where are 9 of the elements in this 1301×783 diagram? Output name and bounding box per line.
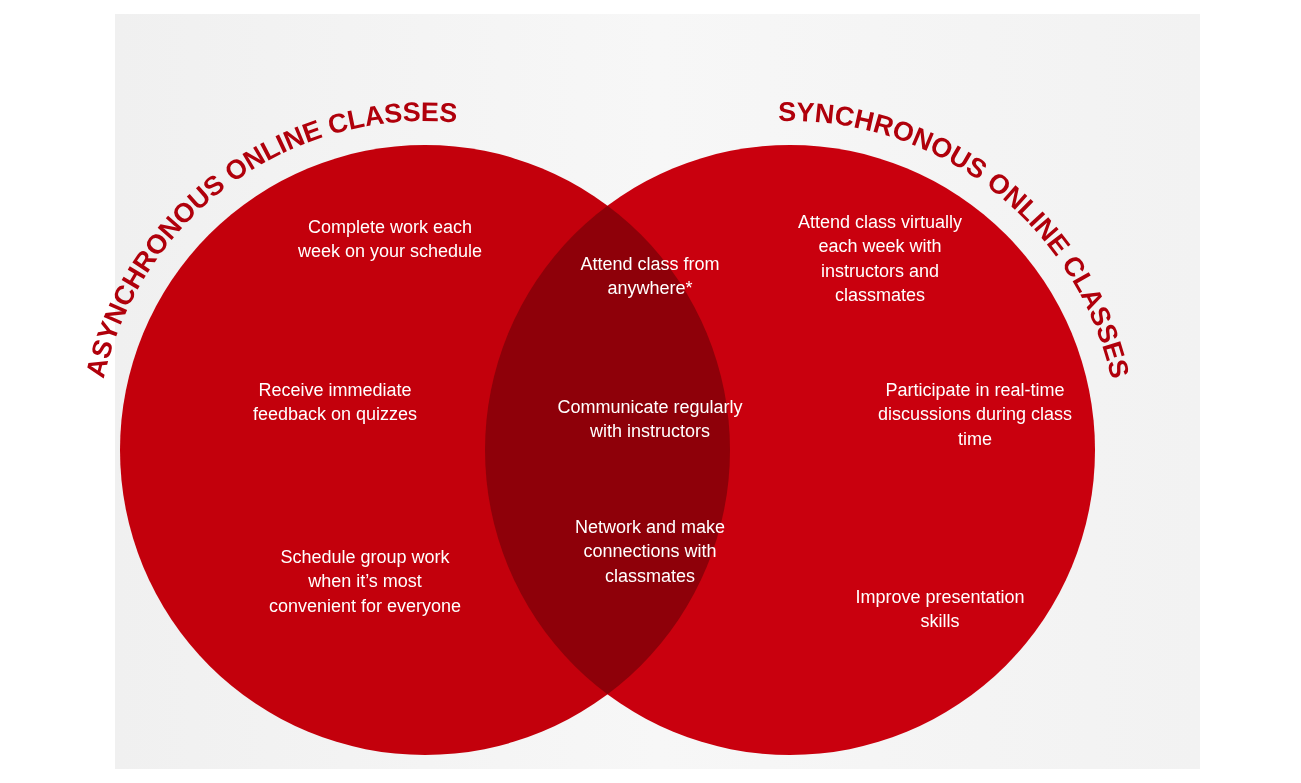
item-text: Attend class virtually each week with instructors and classmates [780, 210, 980, 308]
item-text: Complete work each week on your schedule [290, 215, 490, 264]
item-text: Participate in real-time discussions during class time [875, 378, 1075, 451]
item-text: Improve presentation skills [840, 585, 1040, 634]
item-text: Schedule group work when it’s most convenient for everyone [265, 545, 465, 618]
item-text: Receive immediate feedback on quizzes [235, 378, 435, 427]
item-text: Attend class from anywhere* [540, 252, 760, 301]
item-text: Network and make connections with classmates [550, 515, 750, 588]
item-text: Communicate regularly with instructors [550, 395, 750, 444]
